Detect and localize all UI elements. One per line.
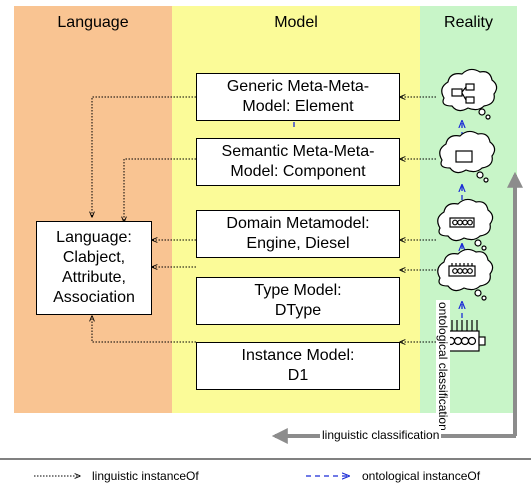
legend-ontological-label: ontological instanceOf bbox=[362, 469, 481, 483]
language-box: Language: Clabject, Attribute, Associati… bbox=[36, 221, 152, 315]
generic-meta-meta-model-box: Generic Meta-Meta- Model: Element bbox=[196, 73, 400, 121]
legend-linguistic-label: linguistic instanceOf bbox=[92, 469, 199, 483]
reality-column: Reality bbox=[420, 6, 517, 413]
type-model-box: Type Model: DType bbox=[196, 277, 400, 325]
instance-model-box: Instance Model: D1 bbox=[196, 342, 400, 390]
model-column-title: Model bbox=[274, 14, 318, 31]
domain-metamodel-box: Domain Metamodel: Engine, Diesel bbox=[196, 210, 400, 258]
linguistic-classification-label: linguistic classification bbox=[320, 428, 442, 442]
language-column-title: Language bbox=[57, 14, 129, 31]
language-column: Language bbox=[14, 6, 172, 413]
semantic-meta-meta-model-box: Semantic Meta-Meta- Model: Component bbox=[196, 138, 400, 186]
ontological-classification-label: ontological classification bbox=[436, 300, 450, 433]
reality-column-title: Reality bbox=[444, 14, 493, 31]
